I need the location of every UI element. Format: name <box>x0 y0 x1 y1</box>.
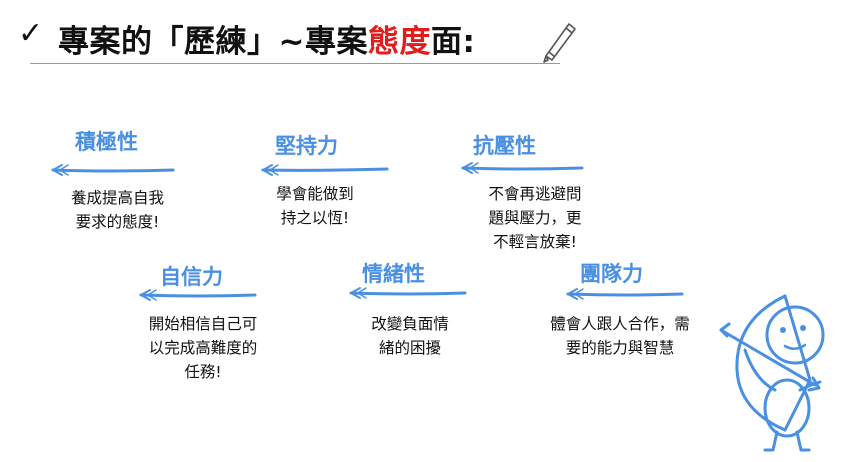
desc-line: 要的能力與智慧 <box>565 339 675 357</box>
arrow-icon <box>138 289 257 301</box>
card-heading: 抗壓性 <box>473 134 536 158</box>
title-highlight: 態度 <box>367 24 431 60</box>
card-description: 開始相信自己可 以完成高難度的 任務! <box>118 312 288 384</box>
title-part2: 面: <box>430 24 476 60</box>
card-confidence: 自信力 開始相信自己可 以完成高難度的 任務! <box>118 255 278 385</box>
arrow-icon <box>565 288 684 300</box>
page-title: ✓ 專案的「歷練」~專案態度面: <box>18 10 558 60</box>
arrow-icon <box>348 287 467 299</box>
desc-line: 以完成高難度的 <box>148 339 258 357</box>
desc-line: 持之以恆! <box>280 209 350 227</box>
card-heading: 自信力 <box>160 265 223 289</box>
desc-line: 任務! <box>184 363 222 381</box>
card-description: 不會再逃避問 題與壓力，更 不輕言放棄! <box>455 182 615 254</box>
card-description: 學會能做到 持之以恆! <box>250 182 380 230</box>
card-heading: 情緒性 <box>362 262 425 286</box>
desc-line: 緒的困擾 <box>378 339 441 357</box>
desc-line: 不輕言放棄! <box>493 233 577 251</box>
desc-line: 要求的態度! <box>75 213 160 231</box>
card-heading: 積極性 <box>75 130 138 154</box>
arrow-icon <box>260 164 389 176</box>
card-heading: 堅持力 <box>275 134 338 158</box>
card-description: 體會人跟人合作，需 要的能力與智慧 <box>530 312 710 360</box>
desc-line: 題與壓力，更 <box>488 209 582 227</box>
archer-illustration <box>719 294 825 452</box>
desc-line: 不會再逃避問 <box>488 185 582 203</box>
title-underline <box>30 63 560 64</box>
arrow-icon <box>50 164 175 176</box>
card-teamwork: 團隊力 體會人跟人合作，需 要的能力與智慧 <box>535 252 715 362</box>
card-persistence: 堅持力 學會能做到 持之以恆! <box>250 120 410 240</box>
arrow-icon <box>460 162 584 174</box>
desc-line: 體會人跟人合作，需 <box>550 315 690 333</box>
desc-line: 改變負面情 <box>371 315 449 333</box>
card-heading: 團隊力 <box>580 262 643 286</box>
desc-line: 養成提高自我 <box>70 189 164 207</box>
desc-line: 學會能做到 <box>276 185 354 203</box>
card-stress-resistance: 抗壓性 不會再逃避問 題與壓力，更 不輕言放棄! <box>455 120 615 260</box>
desc-line: 開始相信自己可 <box>148 315 258 333</box>
card-description: 養成提高自我 要求的態度! <box>40 186 195 234</box>
check-icon: ✓ <box>18 16 44 51</box>
card-description: 改變負面情 緒的困擾 <box>340 312 480 360</box>
card-proactiveness: 積極性 養成提高自我 要求的態度! <box>40 120 200 240</box>
card-emotion: 情緒性 改變負面情 緒的困擾 <box>340 252 490 362</box>
title-part1: 專案的「歷練」~專案 <box>58 24 368 60</box>
pencil-icon <box>543 23 576 63</box>
title-text: 專案的「歷練」~專案態度面: <box>58 16 475 61</box>
